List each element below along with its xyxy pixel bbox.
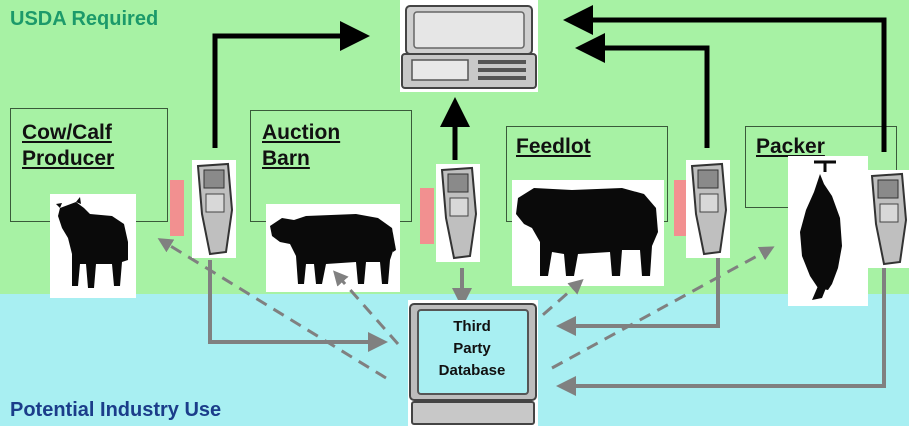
database-line1: Third bbox=[453, 318, 491, 335]
packer-photo bbox=[788, 156, 868, 306]
auction-barn-title: Auction Barn bbox=[262, 120, 340, 172]
scanner-feedlot bbox=[686, 160, 730, 258]
computer-terminal-icon bbox=[400, 0, 538, 92]
scanner-icon bbox=[686, 160, 730, 258]
scanner-tag-producer bbox=[170, 180, 184, 236]
database-line3: Database bbox=[438, 362, 506, 379]
packer-title: Packer bbox=[756, 134, 825, 160]
industry-arrow-feedlot bbox=[556, 258, 720, 336]
carcass-icon bbox=[800, 160, 842, 300]
third-party-database-label: Third Party Database bbox=[418, 316, 526, 382]
database-line2: Party bbox=[453, 340, 491, 357]
usda-computer bbox=[400, 0, 538, 92]
scanner-packer bbox=[866, 170, 909, 268]
required-arrow-producer bbox=[212, 21, 370, 148]
scanner-tag-feedlot bbox=[674, 180, 688, 236]
third-party-database-computer bbox=[408, 300, 538, 426]
dashed-arrow-producer bbox=[157, 238, 387, 380]
steer-icon bbox=[516, 188, 658, 276]
auction-barn-photo bbox=[266, 204, 400, 292]
cow-calf-title-line2: Producer bbox=[22, 147, 115, 170]
scanner-auction bbox=[436, 164, 480, 262]
dashed-arrow-auction bbox=[333, 270, 400, 345]
cow-calf-photo bbox=[50, 194, 136, 298]
auction-barn-title-line1: Auction bbox=[262, 121, 341, 144]
feedlot-title: Feedlot bbox=[516, 134, 591, 160]
industry-use-label: Potential Industry Use bbox=[10, 399, 222, 421]
feedlot-title-line1: Feedlot bbox=[516, 135, 591, 158]
auction-barn-title-line2: Barn bbox=[262, 147, 310, 170]
feedlot-photo bbox=[512, 180, 664, 286]
cow-calf-icon bbox=[56, 197, 128, 288]
required-arrow-feedlot bbox=[575, 33, 710, 148]
usda-required-label: USDA Required bbox=[10, 8, 159, 30]
computer-terminal-icon bbox=[408, 300, 538, 426]
cow-icon bbox=[270, 214, 396, 284]
packer-title-line1: Packer bbox=[756, 135, 825, 158]
dashed-arrow-packer bbox=[551, 246, 775, 370]
scanner-icon bbox=[436, 164, 480, 262]
cow-calf-title: Cow/Calf Producer bbox=[22, 120, 114, 172]
scanner-tag-auction bbox=[420, 188, 434, 244]
cow-calf-title-line1: Cow/Calf bbox=[22, 121, 112, 144]
scanner-icon bbox=[866, 170, 909, 268]
scanner-producer bbox=[192, 160, 236, 258]
scanner-icon bbox=[192, 160, 236, 258]
industry-arrow-producer bbox=[208, 260, 388, 352]
required-arrow-packer bbox=[563, 5, 887, 152]
industry-arrow-packer bbox=[556, 268, 886, 396]
